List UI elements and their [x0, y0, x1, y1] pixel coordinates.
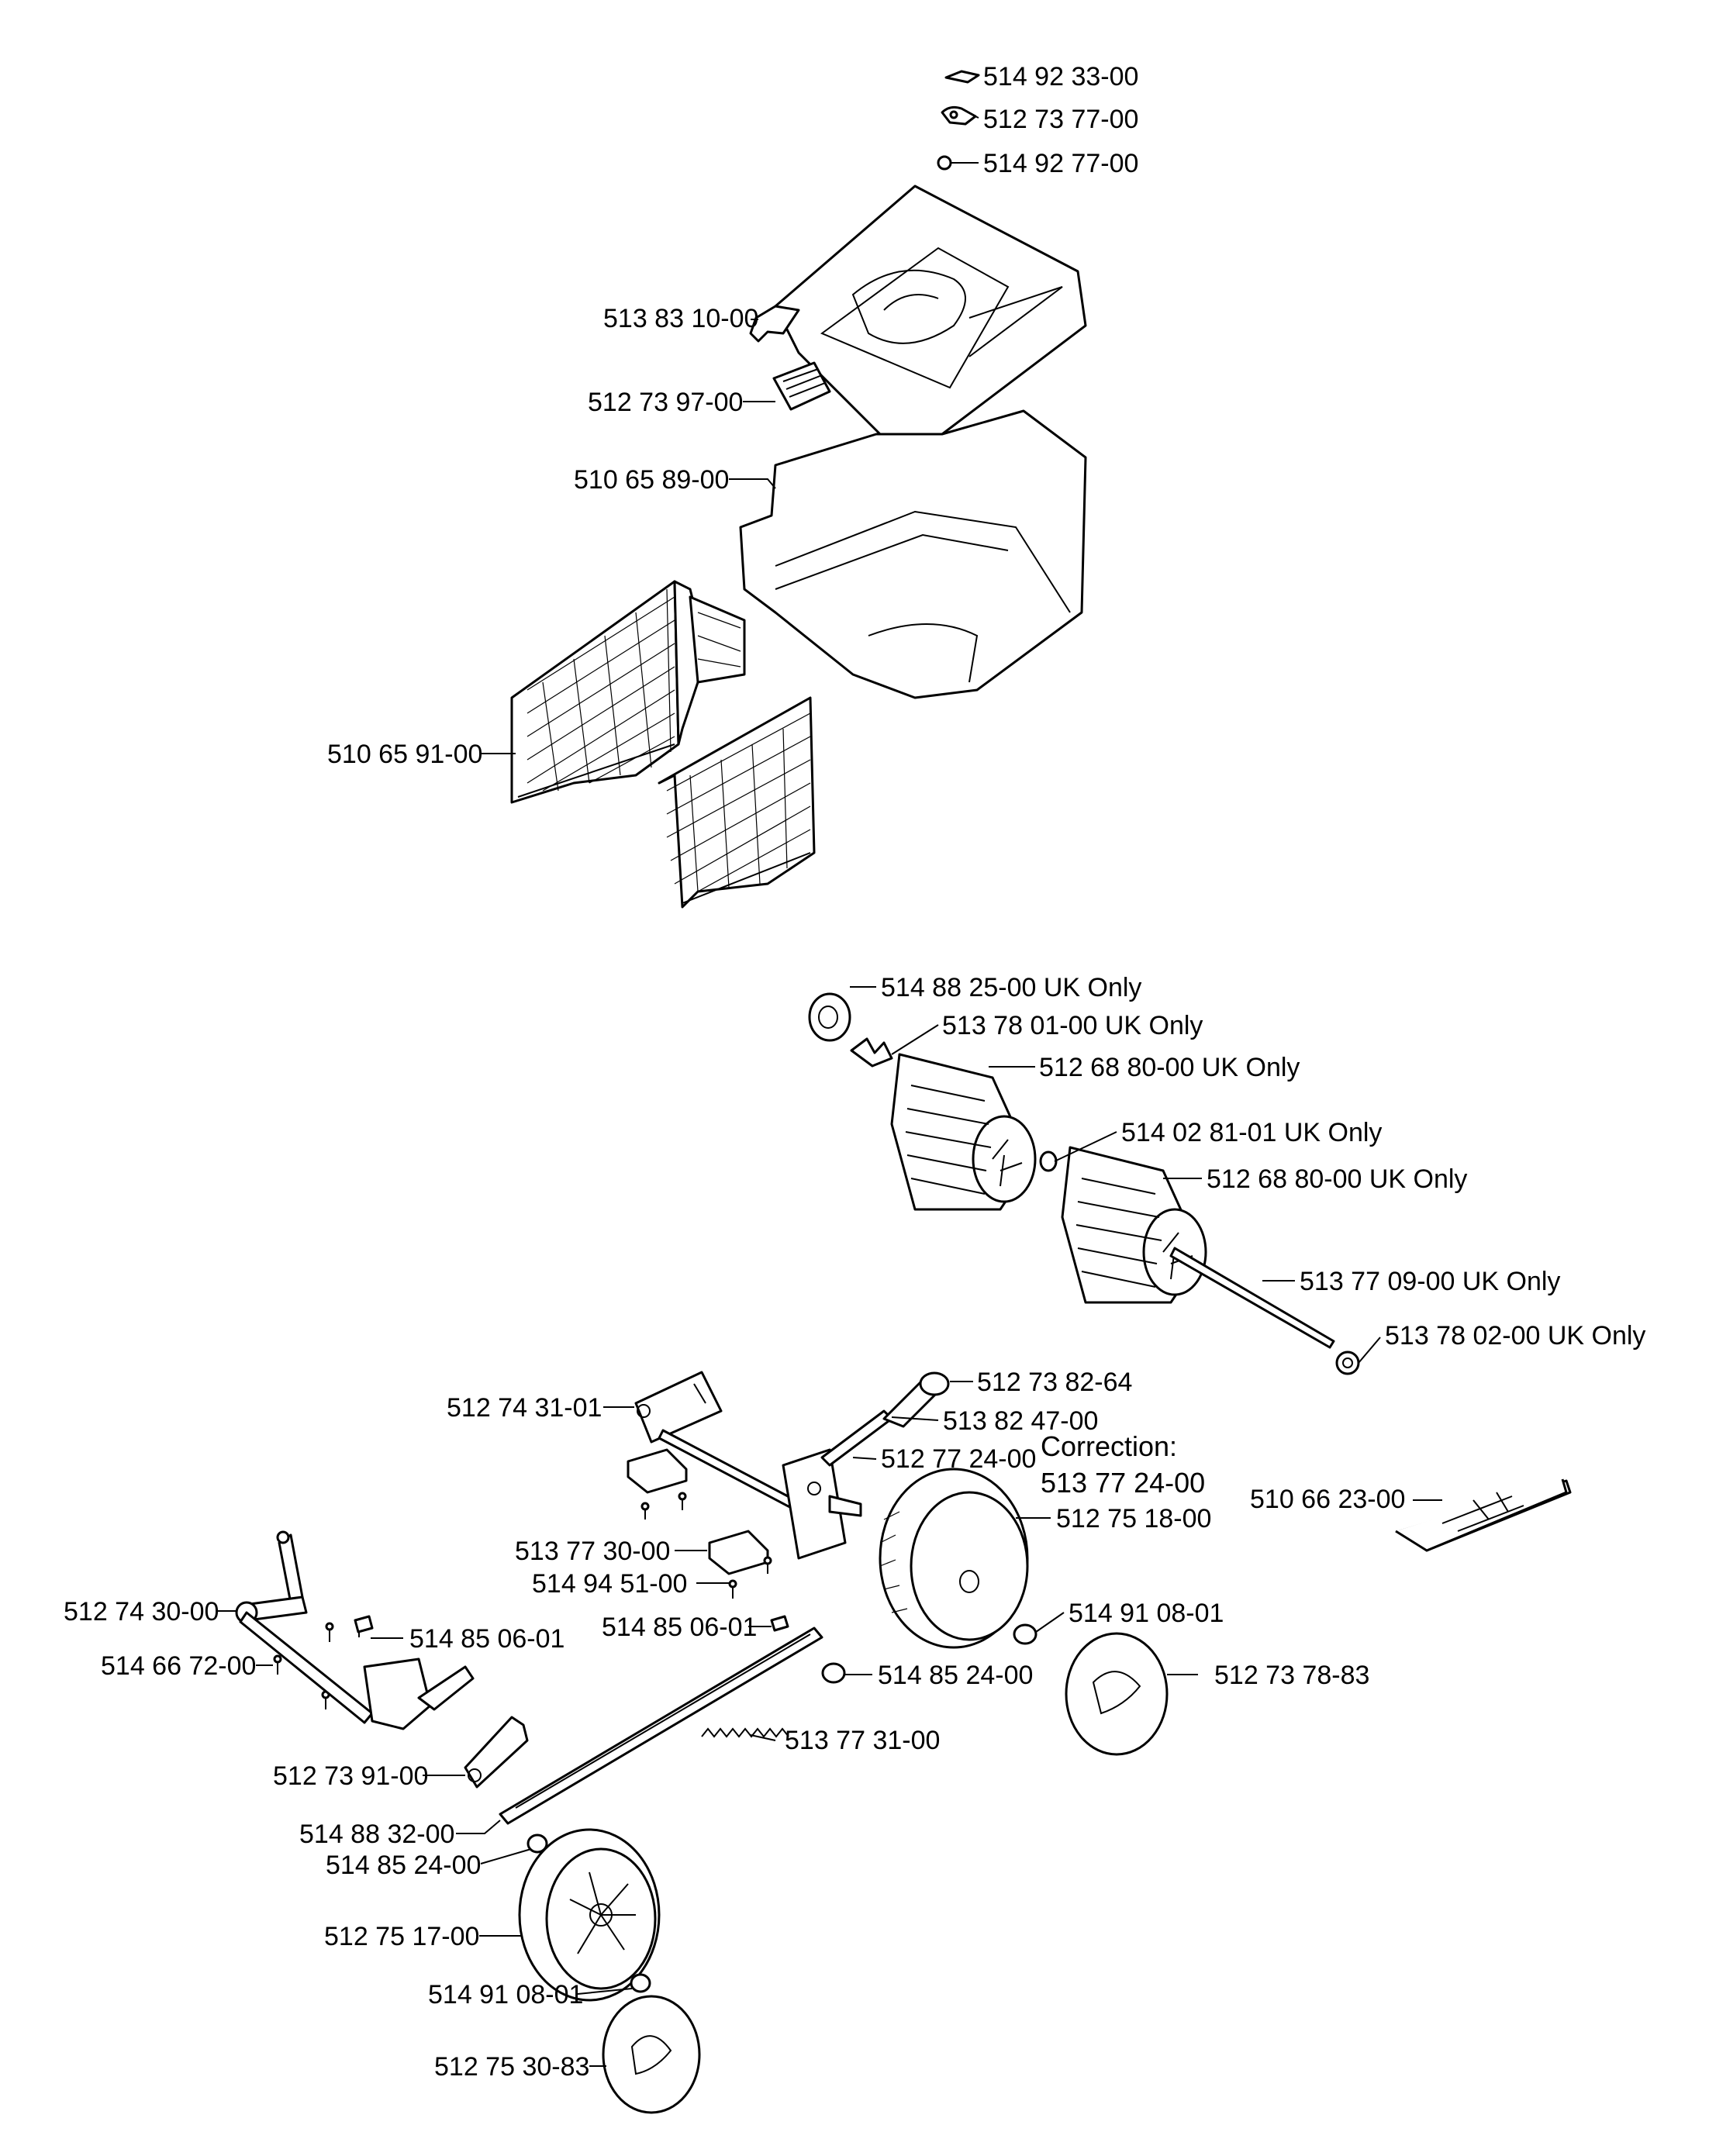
- label-514-88-32-00: 514 88 32-00: [299, 1820, 454, 1849]
- label-514-85-06-01-b: 514 85 06-01: [602, 1613, 757, 1642]
- long-rack: [499, 1626, 823, 1825]
- roller-upper: [890, 1053, 1037, 1211]
- part-block-lower: [708, 1530, 769, 1575]
- catcher-label-plate: [772, 361, 831, 411]
- label-512-73-77-00: 512 73 77-00: [983, 105, 1138, 134]
- part-roller-spacer: [1039, 1150, 1058, 1172]
- label-512-75-17-00: 512 75 17-00: [324, 1922, 479, 1951]
- part-roller-clip: [850, 1037, 893, 1068]
- part-roller-washer: [808, 992, 851, 1042]
- label-514-94-51-00: 514 94 51-00: [532, 1569, 687, 1599]
- correction-heading: Correction:: [1041, 1430, 1177, 1462]
- part-pin-right: [770, 1615, 789, 1632]
- label-514-85-24-00-b: 514 85 24-00: [326, 1851, 481, 1880]
- label-512-73-97-00: 512 73 97-00: [588, 388, 743, 417]
- adjust-lever: [464, 1716, 529, 1789]
- label-512-74-31-01: 512 74 31-01: [447, 1393, 602, 1423]
- catcher-handle: [749, 305, 800, 343]
- label-512-68-80-00-a: 512 68 80-00 UK Only: [1039, 1053, 1300, 1082]
- rear-wheel: [879, 1468, 1029, 1649]
- side-plate: [1395, 1478, 1572, 1552]
- roller-axle: [1169, 1247, 1335, 1349]
- part-labels: 514 92 33-00 512 73 77-00 514 92 77-00 5…: [64, 62, 1645, 2082]
- part-pin-left: [354, 1615, 374, 1633]
- correction-value: 513 77 24-00: [1041, 1467, 1205, 1499]
- part-button: [937, 155, 952, 171]
- label-514-92-77-00: 514 92 77-00: [983, 149, 1138, 178]
- label-513-77-09-00: 513 77 09-00 UK Only: [1300, 1267, 1560, 1296]
- label-514-02-81-01: 514 02 81-01 UK Only: [1121, 1118, 1382, 1147]
- label-512-73-91-00: 512 73 91-00: [273, 1761, 428, 1791]
- label-514-91-08-01-a: 514 91 08-01: [1069, 1599, 1224, 1628]
- height-lever: [820, 1371, 950, 1467]
- leader-lines: [217, 74, 1442, 2067]
- front-hubcap: [602, 1995, 701, 2114]
- label-512-75-18-00: 512 75 18-00: [1056, 1504, 1211, 1533]
- label-513-83-10-00: 513 83 10-00: [603, 304, 758, 333]
- label-512-73-78-83: 512 73 78-83: [1214, 1661, 1369, 1690]
- label-512-74-30-00: 512 74 30-00: [64, 1597, 219, 1626]
- label-510-65-89-00: 510 65 89-00: [574, 465, 729, 495]
- label-514-85-24-00-a: 514 85 24-00: [878, 1661, 1033, 1690]
- part-washer-rear: [1013, 1623, 1037, 1645]
- catcher-cover: [774, 185, 1087, 447]
- part-washer-front: [527, 1833, 548, 1854]
- label-510-66-23-00: 510 66 23-00: [1250, 1485, 1405, 1514]
- part-washer-mid: [821, 1662, 846, 1684]
- rear-hubcap: [1065, 1632, 1169, 1756]
- label-514-91-08-01-b: 514 91 08-01: [428, 1980, 583, 2009]
- label-513-77-30-00: 513 77 30-00: [515, 1537, 670, 1566]
- part-latch: [941, 105, 977, 126]
- part-block-upper: [627, 1448, 688, 1494]
- part-clip: [944, 70, 980, 84]
- label-513-78-01-00: 513 78 01-00 UK Only: [942, 1011, 1203, 1040]
- part-washer-front-2: [630, 1973, 651, 1993]
- label-512-77-24-00: 512 77 24-00: [881, 1444, 1036, 1474]
- front-bracket: [634, 1371, 723, 1444]
- label-513-78-02-00: 513 78 02-00 UK Only: [1385, 1321, 1645, 1351]
- label-512-68-80-00-b: 512 68 80-00 UK Only: [1207, 1164, 1467, 1194]
- screws: [273, 1492, 772, 1709]
- label-514-88-25-00: 514 88 25-00 UK Only: [881, 973, 1141, 1002]
- label-513-82-47-00: 513 82 47-00: [943, 1406, 1098, 1436]
- spring: [701, 1727, 789, 1738]
- label-512-75-30-83: 512 75 30-83: [434, 2052, 589, 2082]
- label-514-85-06-01-a: 514 85 06-01: [409, 1624, 564, 1654]
- front-axle-lever: [235, 1530, 475, 1730]
- label-514-66-72-00: 514 66 72-00: [101, 1651, 256, 1681]
- front-wheel: [518, 1828, 661, 2002]
- part-axle-nut: [1335, 1351, 1360, 1375]
- label-513-77-31-00: 513 77 31-00: [785, 1726, 940, 1755]
- label-510-65-91-00: 510 65 91-00: [327, 740, 482, 769]
- rear-bracket-plate: [782, 1448, 862, 1560]
- catcher-mesh-left: [510, 580, 680, 804]
- label-512-73-82-64: 512 73 82-64: [977, 1368, 1132, 1397]
- label-514-92-33-00: 514 92 33-00: [983, 62, 1138, 91]
- roller-lower: [1061, 1146, 1207, 1304]
- catcher-frame: [739, 409, 1087, 699]
- catcher-mesh-right: [658, 580, 816, 909]
